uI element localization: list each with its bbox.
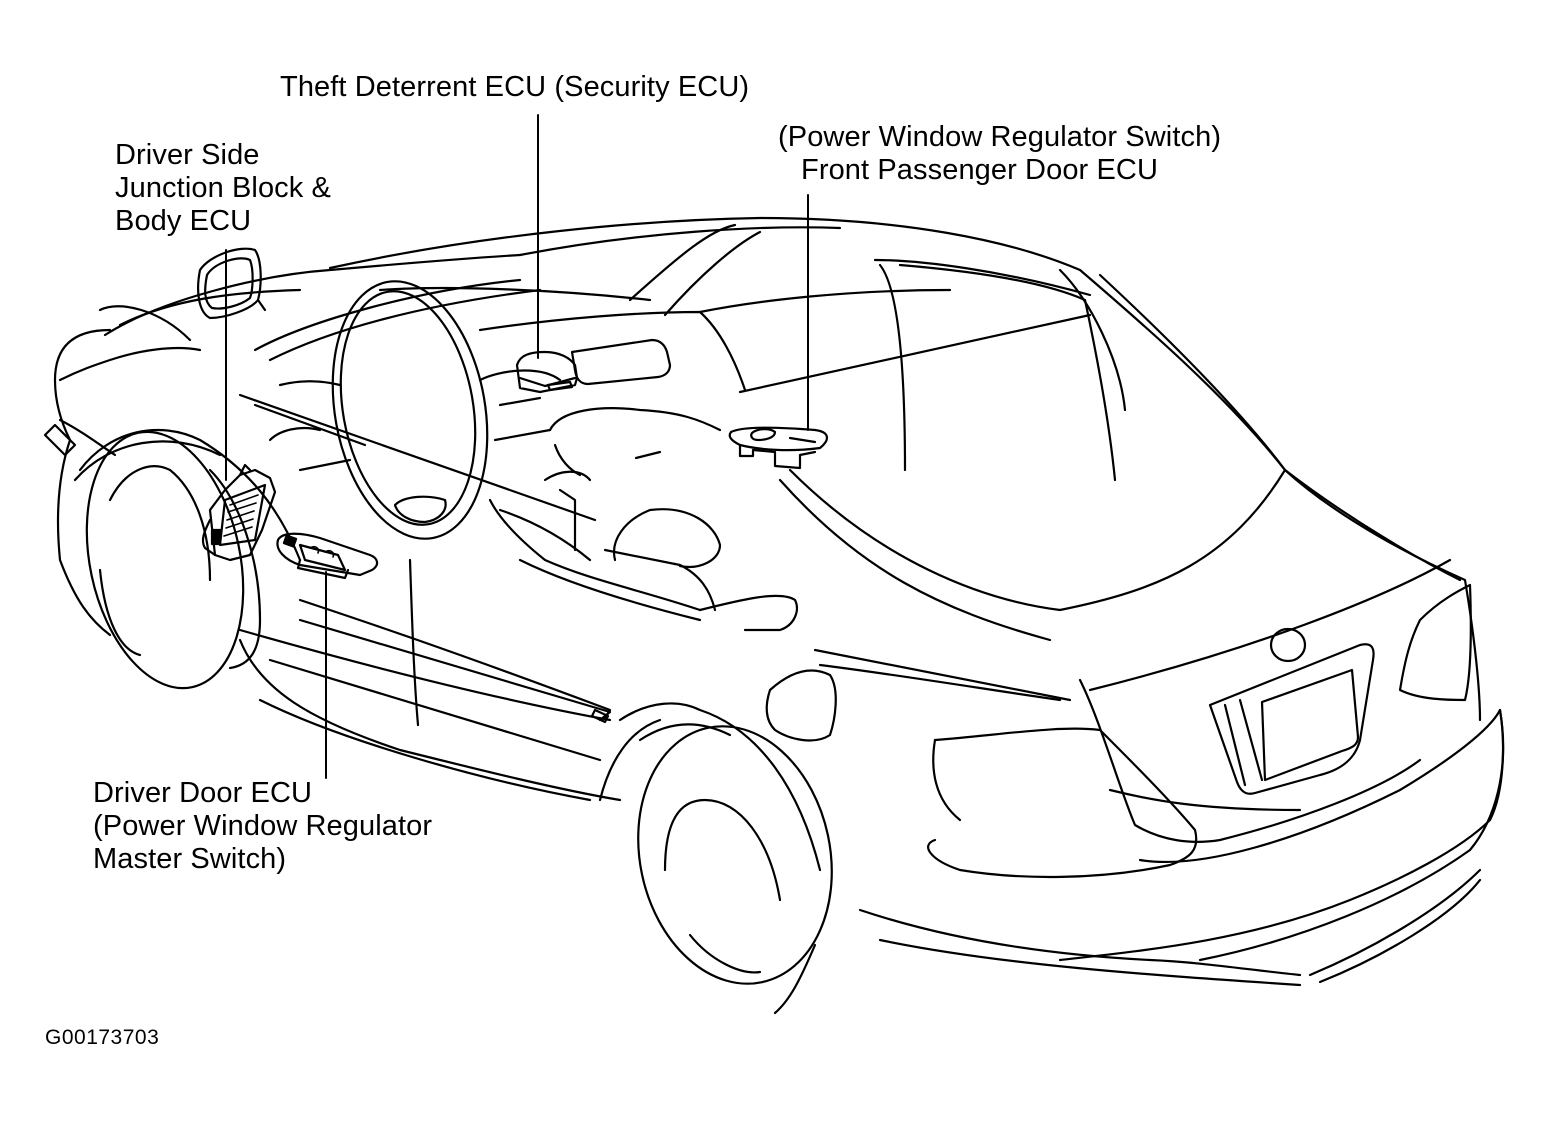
label-line: Front Passenger Door ECU [801,154,1158,186]
theft-deterrent-ecu[interactable] [515,338,672,394]
car-body [43,216,1505,1015]
label-line: Driver Side [115,139,260,171]
side-mirror [197,247,267,320]
label-line: Theft Deterrent ECU (Security ECU) [280,71,750,103]
label-theft-deterrent-ecu: Theft Deterrent ECU (Security ECU) [280,71,749,104]
front-passenger-door-ecu[interactable] [728,426,828,470]
label-line: (Power Window Regulator Switch) [778,121,1222,153]
driver-door-ecu[interactable] [276,532,379,580]
label-line: (Power Window Regulator [93,810,433,842]
label-driver-door-ecu: Driver Door ECU (Power Window Regulator … [93,777,432,876]
label-line: Master Switch) [93,843,287,875]
label-front-passenger-door-ecu: (Power Window Regulator Switch) Front Pa… [778,121,1221,187]
label-line: Body ECU [115,205,252,237]
leader-lines [225,114,809,779]
label-line: Driver Door ECU [93,777,313,809]
label-line: Junction Block & [115,172,331,204]
figure-id: G00173703 [45,1026,160,1049]
label-junction-block-body-ecu: Driver Side Junction Block & Body ECU [115,139,331,238]
car-interior [238,280,798,632]
junction-block-body-ecu[interactable] [201,463,277,562]
